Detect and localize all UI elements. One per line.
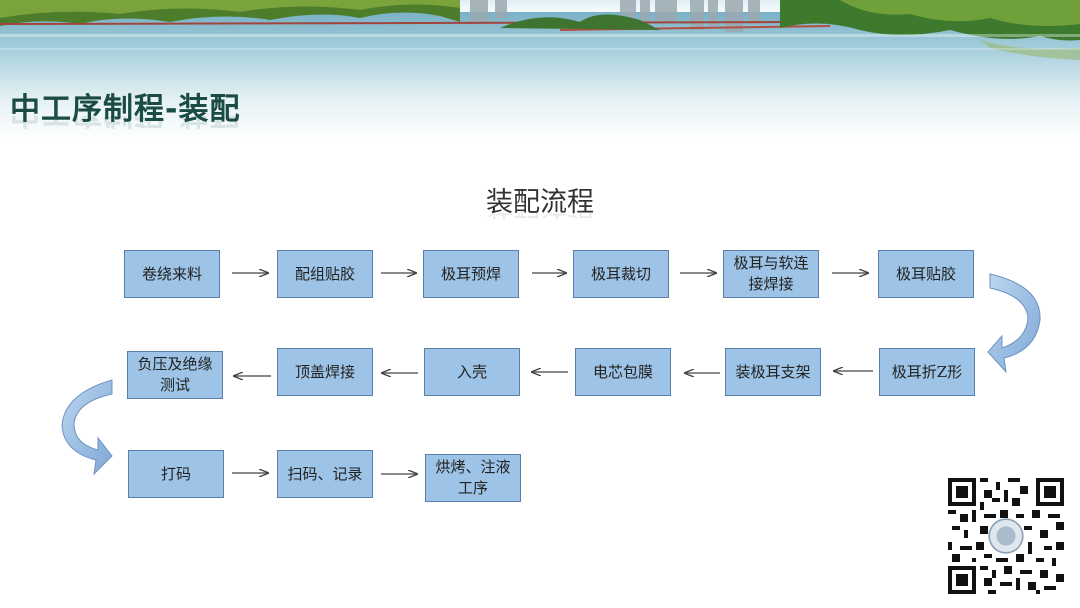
curved-arrow-right <box>987 273 1041 374</box>
diagram-title: 装配流程 <box>486 187 594 218</box>
header-banner <box>0 0 1080 140</box>
step-box: 烘烤、注液工序 <box>425 454 521 502</box>
step-box: 卷绕来料 <box>124 250 220 298</box>
qr-code-icon <box>948 478 1064 594</box>
step-box: 极耳预焊 <box>423 250 519 298</box>
step-box: 电芯包膜 <box>575 348 671 396</box>
slide-title: 中工序制程-装配 <box>10 92 241 127</box>
step-box: 扫码、记录 <box>277 450 373 498</box>
step-box: 极耳贴胶 <box>878 250 974 298</box>
step-box: 装极耳支架 <box>725 348 821 396</box>
step-box: 打码 <box>128 450 224 498</box>
step-box: 极耳裁切 <box>573 250 669 298</box>
step-box: 配组贴胶 <box>277 250 373 298</box>
curved-arrow-left <box>61 379 113 476</box>
step-box: 极耳与软连接焊接 <box>723 250 819 298</box>
step-box: 入壳 <box>424 348 520 396</box>
step-box: 极耳折Z形 <box>879 348 975 396</box>
step-box: 顶盖焊接 <box>277 348 373 396</box>
step-box: 负压及绝缘测试 <box>127 351 223 399</box>
